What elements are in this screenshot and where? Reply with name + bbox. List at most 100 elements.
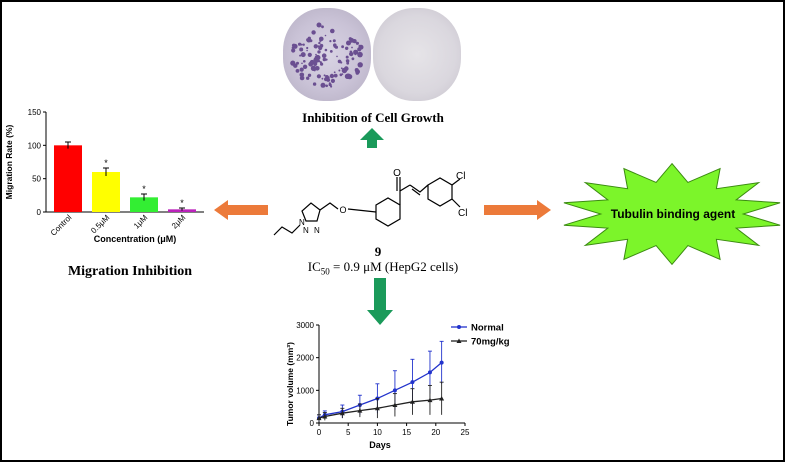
colony-dot bbox=[310, 65, 317, 71]
colony-dot bbox=[317, 50, 321, 54]
colony-dot bbox=[349, 38, 355, 43]
colony-dot bbox=[291, 43, 296, 48]
colony-dot bbox=[301, 55, 304, 57]
arrow-up-green bbox=[360, 128, 384, 148]
colony-dot bbox=[340, 61, 343, 64]
colony-dot bbox=[357, 47, 362, 52]
data-point bbox=[339, 410, 345, 416]
colony-dot bbox=[295, 69, 300, 73]
colony-dot bbox=[291, 48, 296, 53]
colony-dot bbox=[291, 46, 294, 49]
colony-dot bbox=[302, 43, 305, 46]
arrow-left-orange bbox=[214, 200, 268, 220]
bar bbox=[92, 172, 120, 212]
colony-dot bbox=[318, 45, 323, 51]
y-tick-label: 2000 bbox=[296, 354, 314, 363]
arrow-right-orange bbox=[484, 200, 551, 220]
colony-dot bbox=[315, 53, 317, 56]
compound-number: 9 bbox=[374, 244, 382, 259]
atom-cl-top: Cl bbox=[456, 171, 465, 182]
colony-dot bbox=[320, 62, 324, 66]
colony-dot bbox=[338, 69, 341, 72]
colony-dot bbox=[298, 42, 302, 46]
atom-n2: N bbox=[303, 226, 309, 235]
colony-dot bbox=[314, 55, 320, 61]
colony-dot bbox=[303, 60, 306, 63]
colony-dot bbox=[302, 64, 308, 69]
colony-dot bbox=[345, 59, 349, 63]
data-point bbox=[316, 415, 322, 421]
colony-dot bbox=[346, 61, 350, 65]
bar bbox=[168, 209, 196, 212]
colony-dot bbox=[355, 51, 358, 54]
colony-dot bbox=[306, 49, 308, 52]
benzene-left bbox=[375, 197, 401, 227]
benzene-right bbox=[427, 177, 453, 207]
x-tick-label: 0 bbox=[317, 428, 322, 437]
y-tick-label: 100 bbox=[28, 141, 42, 150]
bar bbox=[54, 145, 82, 212]
colony-dot bbox=[329, 75, 332, 78]
colony-dot bbox=[319, 36, 324, 42]
colony-dot bbox=[351, 57, 355, 61]
legend-label: Normal bbox=[471, 323, 504, 334]
data-point bbox=[439, 360, 444, 365]
colony-cluster bbox=[290, 22, 364, 88]
data-point bbox=[392, 388, 397, 393]
y-tick-label: 50 bbox=[32, 175, 41, 184]
colony-dot bbox=[316, 22, 322, 28]
x-tick-label: 10 bbox=[373, 428, 382, 437]
triazole-ring bbox=[301, 202, 321, 222]
colony-dot bbox=[309, 59, 315, 65]
colony-dot bbox=[340, 67, 343, 70]
colony-dot bbox=[301, 62, 303, 65]
colony-dot bbox=[300, 43, 303, 46]
colony-dot bbox=[321, 53, 327, 58]
atom-n1: N bbox=[299, 218, 305, 227]
colony-dot bbox=[345, 55, 349, 59]
tubulin-label: Tubulin binding agent bbox=[610, 207, 736, 221]
data-point bbox=[427, 397, 433, 403]
colony-dot bbox=[307, 73, 312, 78]
colony-dot bbox=[330, 78, 335, 83]
colony-dot bbox=[318, 60, 321, 63]
colony-dot bbox=[306, 76, 310, 80]
colony-dot bbox=[358, 44, 361, 47]
y-tick-label: 0 bbox=[37, 208, 42, 217]
colony-dot bbox=[315, 67, 319, 71]
data-point bbox=[410, 380, 415, 385]
colony-dot bbox=[309, 39, 313, 43]
colony-dot bbox=[320, 82, 326, 88]
x-axis-label: Concentration (μM) bbox=[94, 234, 177, 244]
colony-dot bbox=[325, 84, 328, 88]
data-point bbox=[374, 405, 380, 411]
colony-dot bbox=[328, 83, 332, 87]
legend-label: 70mg/kg bbox=[471, 337, 510, 348]
colony-dot bbox=[333, 43, 337, 47]
colony-dot bbox=[344, 73, 351, 80]
legend-marker bbox=[457, 325, 461, 329]
significance-mark: * bbox=[104, 158, 108, 168]
carbonyl-chain bbox=[399, 184, 411, 205]
colony-dot bbox=[322, 57, 327, 62]
colony-dot bbox=[329, 40, 332, 43]
colony-dot bbox=[345, 46, 349, 50]
colony-dot bbox=[323, 74, 326, 77]
colony-dot bbox=[357, 51, 363, 58]
y-axis-label: Migration Rate (%) bbox=[4, 125, 14, 200]
x-tick-label: 20 bbox=[431, 428, 440, 437]
atom-n3: N bbox=[314, 226, 320, 235]
series-line bbox=[318, 362, 443, 419]
migration-inhibition-caption: Migration Inhibition bbox=[67, 264, 193, 279]
atom-cl-bottom: Cl bbox=[458, 208, 467, 219]
colony-dot bbox=[306, 46, 309, 50]
colony-dot bbox=[324, 77, 328, 82]
colony-dot bbox=[355, 69, 360, 75]
ic50-subscript: 50 bbox=[320, 266, 330, 277]
colony-dot bbox=[299, 47, 304, 52]
colony-dot bbox=[316, 74, 321, 79]
colony-dot bbox=[324, 34, 327, 37]
colony-dot bbox=[351, 46, 353, 49]
